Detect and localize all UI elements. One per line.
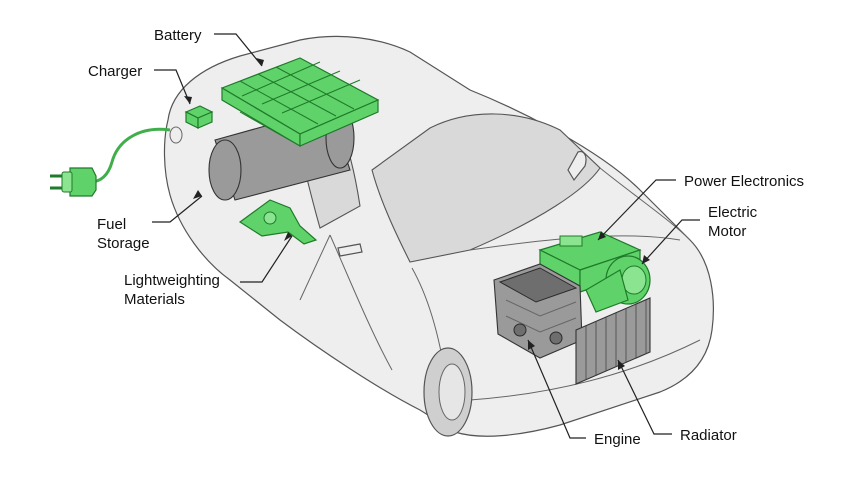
leader-lines bbox=[152, 33, 700, 439]
fuel-storage-label-line1: Fuel bbox=[97, 216, 126, 233]
charging-plug bbox=[50, 127, 171, 197]
fuel-storage-leader bbox=[152, 195, 203, 223]
lightweighting-leader bbox=[240, 235, 293, 283]
radiator bbox=[575, 297, 651, 385]
engine-label: Engine bbox=[594, 431, 641, 448]
charger bbox=[184, 105, 214, 129]
charger-label: Charger bbox=[88, 63, 142, 80]
lightweighting-label-line1: Lightweighting bbox=[124, 272, 220, 289]
engine-leader bbox=[527, 339, 586, 439]
power-electronics-leader bbox=[597, 179, 676, 241]
fuel-storage-label-line2: Storage bbox=[97, 235, 150, 252]
windshield bbox=[371, 113, 601, 263]
labels: Battery Charger Fuel Storage Lightweight… bbox=[88, 27, 804, 448]
electric-motor bbox=[585, 255, 651, 313]
front-rim bbox=[438, 363, 466, 421]
radiator-leader bbox=[617, 359, 672, 435]
charger-leader bbox=[154, 69, 191, 105]
electric-motor-leader bbox=[641, 219, 700, 265]
door-handle bbox=[337, 243, 363, 257]
lightweighting-part bbox=[238, 199, 318, 245]
electric-motor-label-line1: Electric bbox=[708, 204, 758, 221]
electric-motor-label-line2: Motor bbox=[708, 223, 746, 240]
power-electronics-label: Power Electronics bbox=[684, 173, 804, 190]
radiator-label: Radiator bbox=[680, 427, 737, 444]
battery-label: Battery bbox=[154, 27, 202, 44]
battery-pack bbox=[220, 57, 380, 148]
battery-leader bbox=[214, 33, 263, 67]
side-mirror bbox=[567, 151, 587, 182]
lightweighting-label-line2: Materials bbox=[124, 291, 185, 308]
